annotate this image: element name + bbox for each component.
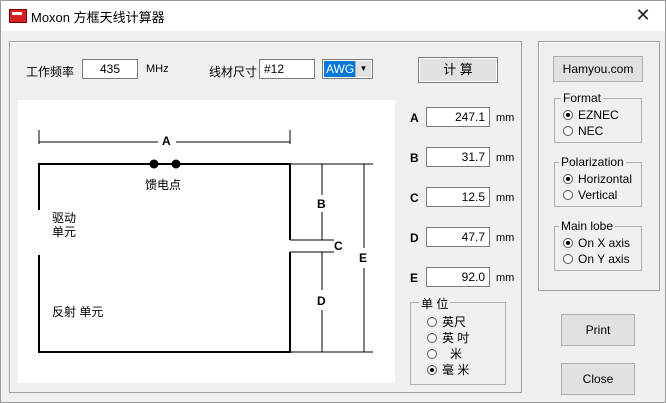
- radio-selected-icon: [563, 238, 573, 248]
- radio-icon: [427, 333, 437, 343]
- driven-element: [38, 163, 291, 240]
- radio-icon: [563, 254, 573, 264]
- result-e-value: 92.0: [426, 267, 490, 287]
- result-e-letter: E: [410, 271, 419, 285]
- radio-selected-icon: [563, 110, 573, 120]
- result-e-unit: mm: [496, 272, 515, 284]
- main-lobe-y-radio[interactable]: On Y axis: [563, 252, 630, 266]
- frequency-unit: MHz: [146, 63, 169, 75]
- app-icon: [9, 9, 27, 23]
- radio-icon: [563, 190, 573, 200]
- unit-mm-radio[interactable]: 毫 米: [427, 363, 469, 377]
- units-group: 单 位 英尺 英 吋 米 毫 米: [410, 295, 506, 385]
- unit-inch-label: 英 吋: [442, 331, 470, 345]
- result-a-letter: A: [410, 111, 419, 125]
- title-bar: Moxon 方框天线计算器 ✕: [1, 1, 665, 31]
- frequency-input[interactable]: 435: [82, 59, 138, 79]
- result-d-value: 47.7: [426, 227, 490, 247]
- unit-meter-radio[interactable]: 米: [427, 347, 462, 361]
- result-c-value: 12.5: [426, 187, 490, 207]
- polarization-vertical-radio[interactable]: Vertical: [563, 188, 617, 202]
- driven-element-label-1: 驱动: [52, 211, 77, 225]
- close-button[interactable]: Close: [561, 363, 635, 395]
- result-b-value: 31.7: [426, 147, 490, 167]
- wire-type-select[interactable]: AWG ▼: [322, 59, 373, 79]
- format-eznec-radio[interactable]: EZNEC: [563, 108, 619, 122]
- feed-point-label: 馈电点: [145, 178, 182, 192]
- main-lobe-y-label: On Y axis: [578, 252, 630, 266]
- format-nec-label: NEC: [578, 124, 604, 138]
- radio-icon: [427, 349, 437, 359]
- feed-point-left-dot: [149, 159, 159, 169]
- main-lobe-group-title: Main lobe: [559, 219, 616, 233]
- units-group-title: 单 位: [419, 295, 451, 312]
- unit-inch-radio[interactable]: 英 吋: [427, 331, 469, 345]
- driven-element-label-2: 单元: [52, 225, 77, 239]
- polarization-vertical-label: Vertical: [578, 188, 618, 202]
- format-nec-radio[interactable]: NEC: [563, 124, 603, 138]
- radio-selected-icon: [427, 365, 437, 375]
- result-b-letter: B: [410, 151, 419, 165]
- chevron-down-icon[interactable]: ▼: [355, 61, 371, 77]
- polarization-group-title: Polarization: [559, 155, 626, 169]
- hamyou-button[interactable]: Hamyou.com: [553, 56, 643, 82]
- polarization-group: Polarization Horizontal Vertical: [554, 155, 642, 207]
- window-title: Moxon 方框天线计算器: [31, 10, 165, 25]
- unit-meter-label: 米: [450, 347, 463, 361]
- format-eznec-label: EZNEC: [578, 108, 619, 122]
- result-a-value: 247.1: [426, 107, 490, 127]
- main-panel: [9, 41, 522, 393]
- main-lobe-x-label: On X axis: [578, 236, 631, 250]
- result-d-unit: mm: [496, 232, 515, 244]
- frequency-label: 工作频率: [26, 65, 75, 79]
- reflector-element-label: 反射 单元: [52, 305, 104, 319]
- reflector-element: [38, 252, 291, 353]
- main-lobe-x-radio[interactable]: On X axis: [563, 236, 630, 250]
- antenna-diagram-svg: [38, 130, 373, 353]
- dimension-d-label: D: [317, 294, 326, 308]
- format-group: Format EZNEC NEC: [554, 91, 642, 143]
- options-panel: [538, 41, 660, 291]
- print-button[interactable]: Print: [561, 314, 635, 346]
- unit-feet-label: 英尺: [442, 315, 467, 329]
- radio-icon: [563, 126, 573, 136]
- dimension-b-label: B: [317, 197, 326, 211]
- unit-mm-label: 毫 米: [442, 363, 470, 377]
- result-d-letter: D: [410, 231, 419, 245]
- main-lobe-group: Main lobe On X axis On Y axis: [554, 219, 642, 271]
- wire-size-label: 线材尺寸: [209, 65, 258, 79]
- wire-size-input[interactable]: #12: [259, 59, 315, 79]
- window-close-icon[interactable]: ✕: [635, 5, 651, 25]
- result-b-unit: mm: [496, 152, 515, 164]
- result-a-unit: mm: [496, 112, 515, 124]
- calculate-button[interactable]: 计 算: [418, 57, 498, 83]
- feed-point-right-dot: [171, 159, 181, 169]
- unit-feet-radio[interactable]: 英尺: [427, 315, 466, 329]
- dimension-c-label: C: [334, 239, 343, 253]
- wire-type-selected: AWG: [324, 61, 357, 77]
- dimension-e-label: E: [359, 251, 368, 265]
- antenna-diagram: A 馈电点 驱动 单元 反射 单元 B C D E: [18, 100, 395, 383]
- format-group-title: Format: [561, 91, 604, 105]
- result-c-unit: mm: [496, 192, 515, 204]
- polarization-horizontal-label: Horizontal: [578, 172, 633, 186]
- radio-icon: [427, 317, 437, 327]
- dimension-a-label: A: [162, 134, 171, 148]
- radio-selected-icon: [563, 174, 573, 184]
- polarization-horizontal-radio[interactable]: Horizontal: [563, 172, 632, 186]
- result-c-letter: C: [410, 191, 419, 205]
